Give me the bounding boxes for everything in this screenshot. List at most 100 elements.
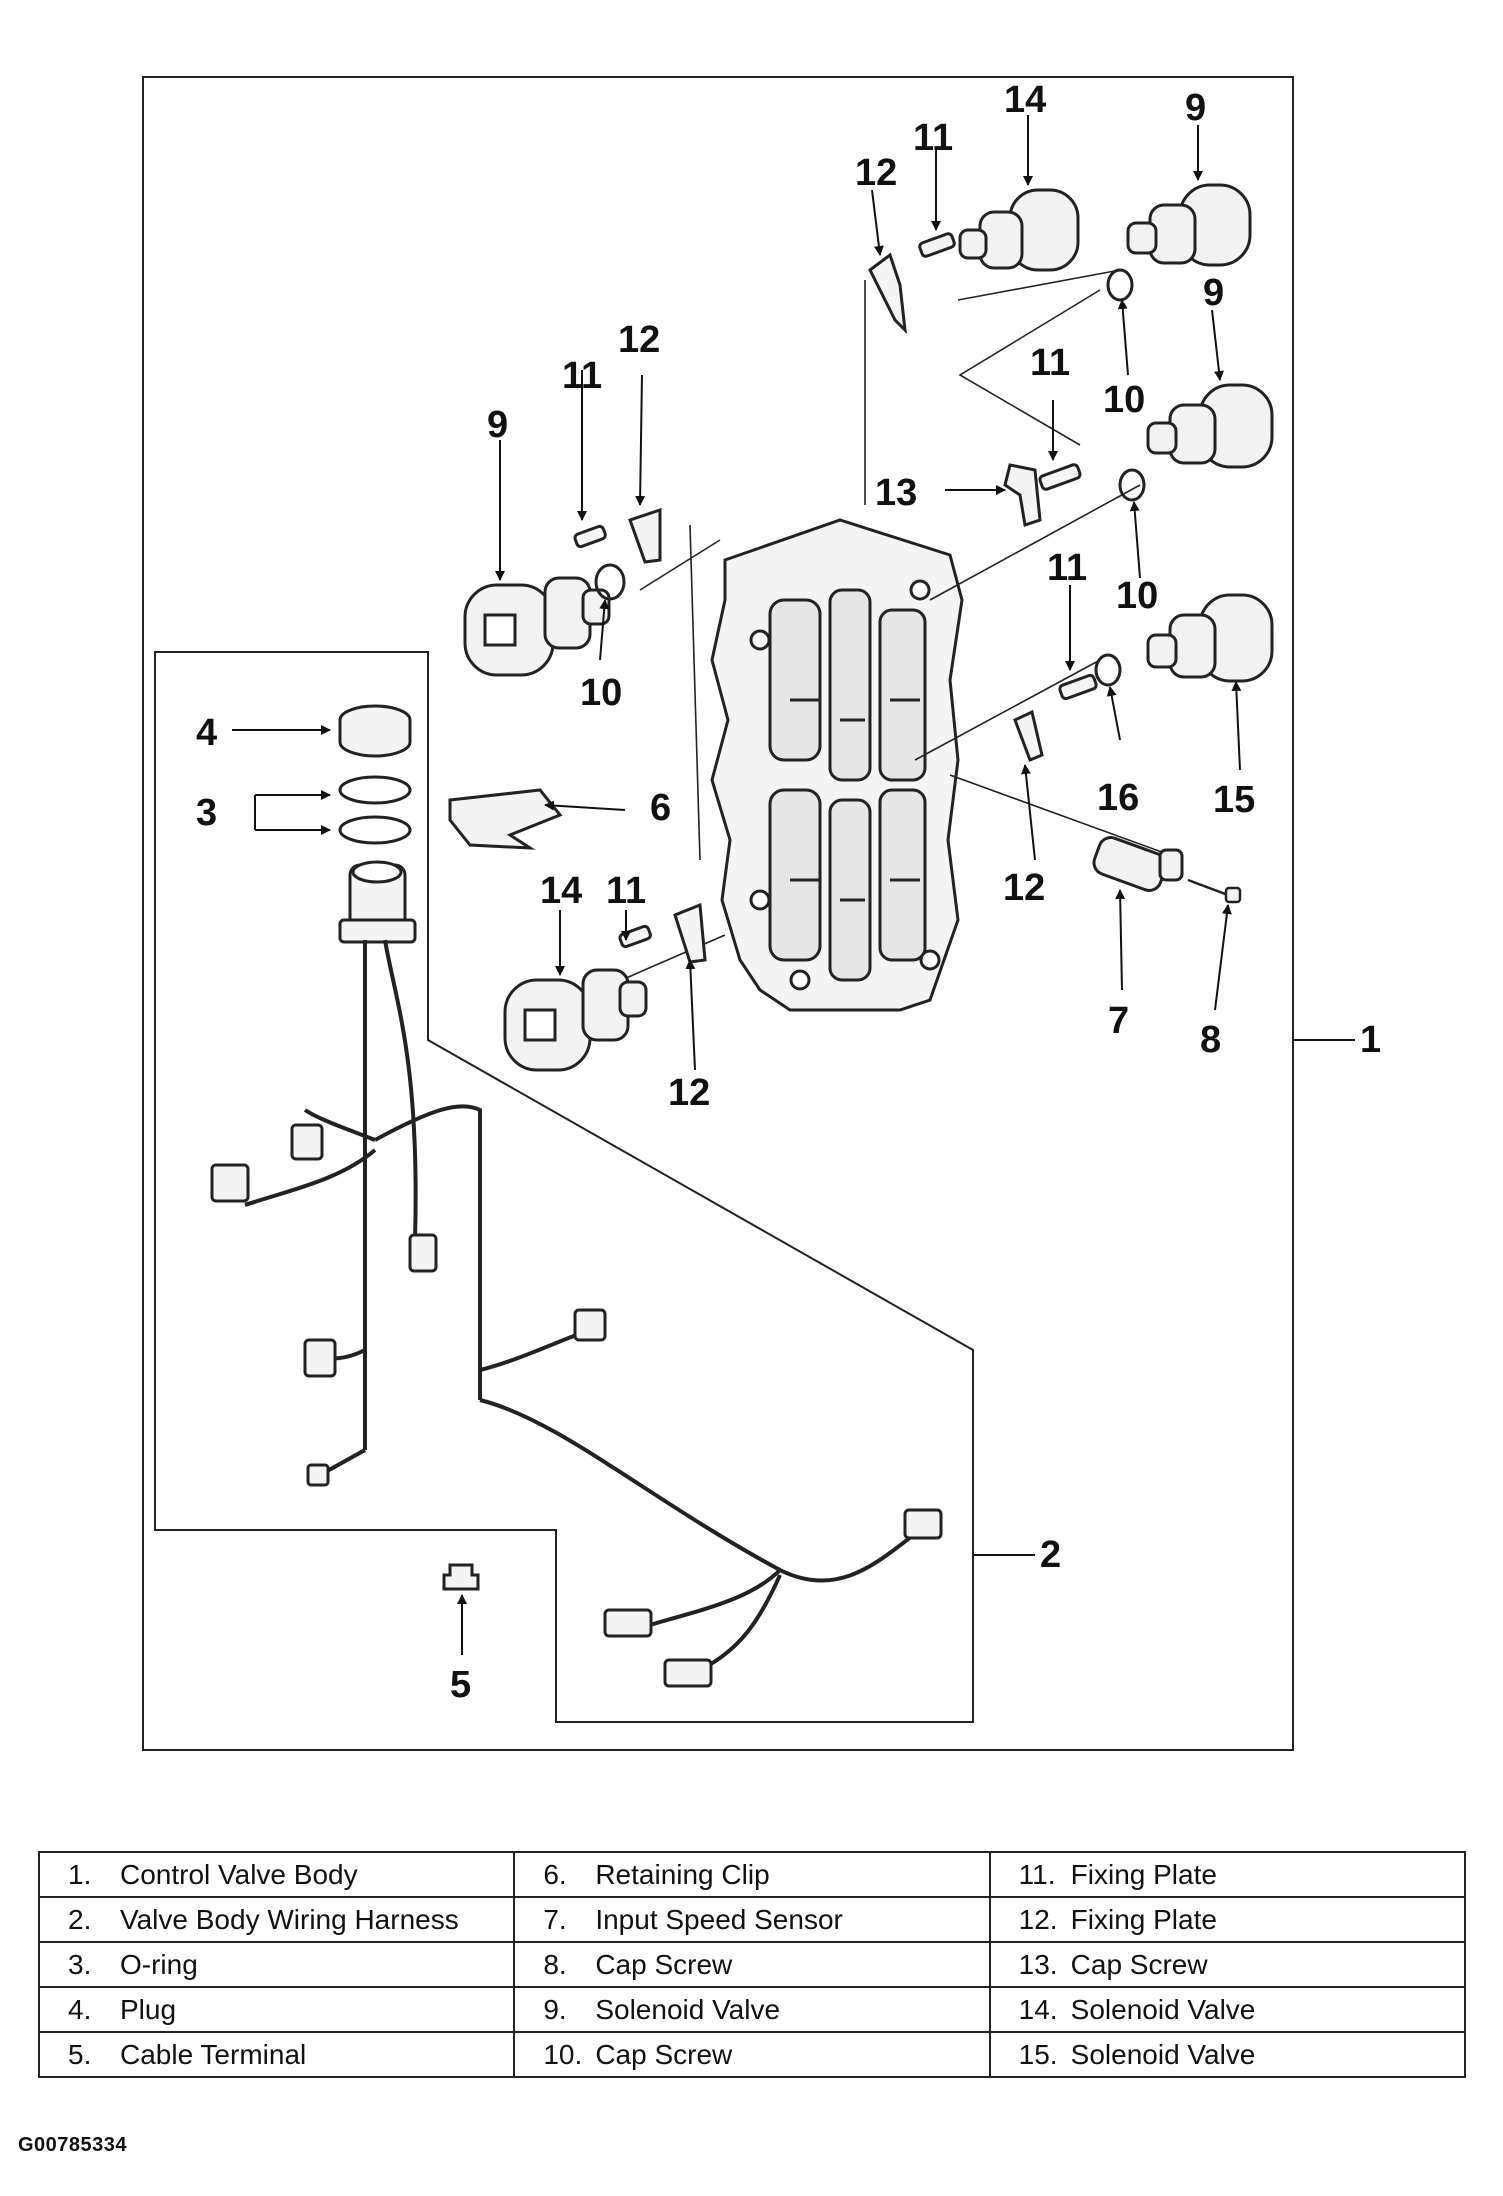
legend-item-number: 9.	[543, 1993, 567, 2025]
callout-12-top: 12	[855, 152, 897, 194]
callout-9-middle-right: 9	[1203, 272, 1224, 314]
solenoid-valve-9-middle-right	[1146, 383, 1274, 469]
legend-row: 2. Valve Body Wiring Harness 7. Input Speed…	[37, 1896, 1467, 1943]
o-rings	[594, 268, 1146, 687]
callout-11-left: 11	[562, 355, 602, 397]
callout-16: 16	[1097, 777, 1139, 819]
callout-6: 6	[650, 787, 671, 829]
legend-item-label: Solenoid Valve	[1070, 2038, 1256, 2070]
legend-item-number: 8.	[543, 1948, 567, 1980]
legend-cell: 10. Cap Screw	[513, 2031, 991, 2078]
callout-2: 2	[1040, 1534, 1061, 1576]
legend-cell: 11. Fixing Plate	[988, 1851, 1467, 1898]
legend-item-number: 3.	[68, 1948, 92, 1980]
figure-id: G00785334	[18, 2134, 128, 2156]
cap-screw-8	[1187, 878, 1242, 904]
legend-row: 1. Control Valve Body 6. Retaining Clip 11. F…	[37, 1851, 1467, 1898]
legend-cell: 4. Plug	[37, 1986, 516, 2033]
legend-cell: 8. Cap Screw	[513, 1941, 991, 1988]
solenoid-valve-14-lower	[503, 968, 648, 1072]
legend-item-number: 12.	[1018, 1903, 1058, 1935]
callout-arrows	[232, 115, 1242, 1655]
callout-1: 1	[1360, 1019, 1381, 1061]
callout-14-lower: 14	[540, 870, 582, 912]
legend-cell: 14. Solenoid Valve	[988, 1986, 1467, 2033]
callout-11-right-upper: 11	[1030, 342, 1070, 384]
callout-10-left: 10	[580, 672, 622, 714]
retaining-clip	[448, 788, 563, 850]
control-valve-body	[710, 518, 964, 1012]
legend-cell: 15. Solenoid Valve	[988, 2031, 1467, 2078]
input-speed-sensor	[1092, 836, 1184, 892]
legend-item-label: O-ring	[120, 1948, 198, 1980]
wiring-harness-boundary	[154, 651, 974, 1723]
cable-terminal	[442, 1563, 480, 1591]
legend-item-label: Cap Screw	[595, 1948, 733, 1980]
legend-item-label: Valve Body Wiring Harness	[120, 1903, 459, 1935]
legend-item-label: Fixing Plate	[1070, 1858, 1217, 1890]
legend-item-number: 15.	[1018, 2038, 1058, 2070]
legend-item-label: Input Speed Sensor	[595, 1903, 843, 1935]
legend-item-label: Solenoid Valve	[1070, 1993, 1256, 2025]
parts-legend-table: 1. Control Valve Body 6. Retaining Clip 11. F…	[37, 1851, 1467, 2078]
legend-cell: 3. O-ring	[37, 1941, 516, 1988]
legend-item-label: Cap Screw	[1070, 1948, 1208, 1980]
callout-8: 8	[1200, 1019, 1221, 1061]
legend-item-number: 10.	[543, 2038, 583, 2070]
callout-4: 4	[196, 712, 217, 754]
solenoid-valve-15	[1146, 593, 1274, 683]
legend-cell: 13. Cap Screw	[988, 1941, 1467, 1988]
legend-item-label: Solenoid Valve	[595, 1993, 781, 2025]
callout-10-middle: 10	[1116, 575, 1158, 617]
legend-row: 5. Cable Terminal 10. Cap Screw 15. Solenoid …	[37, 2031, 1467, 2078]
callout-10-upper: 10	[1103, 379, 1145, 421]
legend-item-number: 2.	[68, 1903, 92, 1935]
legend-row: 3. O-ring 8. Cap Screw 13. Cap Screw	[37, 1941, 1467, 1988]
legend-cell: 7. Input Speed Sensor	[513, 1896, 991, 1943]
plug-and-harness-connector	[338, 704, 417, 944]
legend-cell: 1. Control Valve Body	[37, 1851, 516, 1898]
legend-item-number: 1.	[68, 1858, 92, 1890]
legend-item-label: Retaining Clip	[595, 1858, 770, 1890]
callout-5: 5	[450, 1664, 471, 1706]
legend-item-label: Plug	[120, 1993, 177, 2025]
harness-connectors	[210, 1123, 943, 1688]
legend-item-number: 13.	[1018, 1948, 1058, 1980]
fixing-plates-and-screws	[573, 232, 1098, 964]
legend-item-number: 6.	[543, 1858, 567, 1890]
legend-item-label: Control Valve Body	[120, 1858, 358, 1890]
callout-13: 13	[875, 472, 917, 514]
callout-9-upper-right: 9	[1185, 87, 1206, 129]
callout-15: 15	[1213, 779, 1255, 821]
legend-item-number: 4.	[68, 1993, 92, 2025]
callout-12-lower: 12	[668, 1072, 710, 1114]
solenoid-valve-14-upper	[958, 188, 1080, 272]
callout-11-top: 11	[913, 117, 953, 159]
callout-3: 3	[196, 792, 217, 834]
callout-12-left: 12	[618, 319, 660, 361]
assembly-guide-lines	[609, 269, 1171, 986]
callout-9-left: 9	[487, 404, 508, 446]
legend-cell: 12. Fixing Plate	[988, 1896, 1467, 1943]
legend-item-number: 14.	[1018, 1993, 1058, 2025]
legend-cell: 6. Retaining Clip	[513, 1851, 991, 1898]
legend-cell: 9. Solenoid Valve	[513, 1986, 991, 2033]
callout-7: 7	[1108, 1000, 1129, 1042]
legend-item-number: 5.	[68, 2038, 92, 2070]
solenoid-valve-9-left	[463, 576, 611, 677]
legend-row: 4. Plug 9. Solenoid Valve 14. Solenoid Valve	[37, 1986, 1467, 2033]
legend-item-label: Fixing Plate	[1070, 1903, 1217, 1935]
legend-item-number: 11.	[1018, 1858, 1056, 1890]
legend-item-number: 7.	[543, 1903, 567, 1935]
legend-item-label: Cable Terminal	[120, 2038, 307, 2070]
callout-11-lower: 11	[606, 870, 646, 912]
legend-item-label: Cap Screw	[595, 2038, 733, 2070]
callout-14-upper: 14	[1004, 79, 1046, 121]
solenoid-valve-9-upper-right	[1126, 183, 1252, 267]
callout-11-right-lower: 11	[1047, 547, 1087, 589]
valve-body-assembly-boundary	[142, 76, 1294, 1751]
legend-cell: 2. Valve Body Wiring Harness	[37, 1896, 516, 1943]
legend-cell: 5. Cable Terminal	[37, 2031, 516, 2078]
callout-12-right: 12	[1003, 867, 1045, 909]
exploded-parts-diagram: 14 9 11 12 9 11 10 13 10 11 16 15 12 7 8…	[142, 76, 1381, 1751]
